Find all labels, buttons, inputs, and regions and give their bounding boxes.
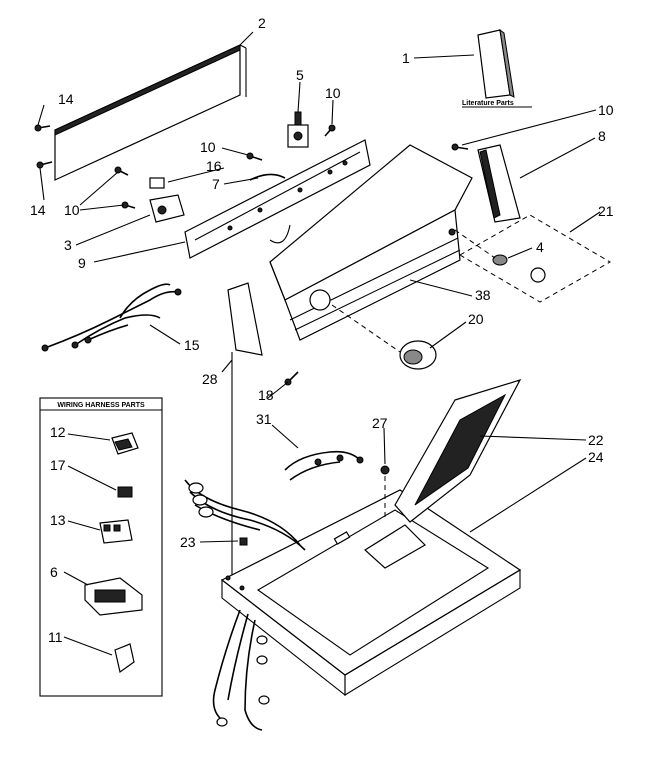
switch-part-4 [492,254,546,283]
label-part-27: 27 [372,415,388,431]
label-part-20: 20 [468,311,484,327]
clip-part-23 [239,537,248,546]
label-part-28: 28 [202,371,218,387]
label-part-10-left: 10 [64,202,80,218]
part-number-labels: 2 1 5 10 10 8 21 4 38 20 10 16 7 10 3 9 … [30,15,614,645]
label-part-18: 18 [258,387,274,403]
label-part-6: 6 [50,564,58,580]
terminal-block-part-5 [287,111,309,148]
screw-part-10-mid [246,152,263,161]
label-part-10-right: 10 [598,102,614,118]
screw-part-14-top [34,124,51,132]
screw-part-10-left-a [114,166,129,176]
wire-part-7 [249,173,286,181]
label-part-22: 22 [588,432,604,448]
connector-part-13 [99,519,133,544]
label-part-5: 5 [296,67,304,83]
connector-part-17 [117,486,133,498]
label-part-14-bottom: 14 [30,202,46,218]
rear-panel-part-2 [54,44,247,181]
wire-harness-part-31 [184,450,364,731]
label-part-11: 11 [48,629,63,645]
top-panel-part-24 [220,489,522,697]
label-part-12: 12 [50,424,66,440]
clip-part-11 [114,643,135,674]
knob-part-20 [399,340,437,370]
screw-part-10-right [451,143,469,151]
end-cap-part-8 [477,144,521,223]
leader-lines [37,31,601,656]
wiring-box-title: WIRING HARNESS PARTS [57,402,145,409]
label-part-17: 17 [50,457,66,473]
control-bracket-part-9 [184,139,371,259]
label-part-13: 13 [50,512,66,528]
connector-part-12 [111,432,139,455]
literature-parts-caption: Literature Parts [462,100,514,107]
screw-part-10-top [324,124,336,137]
console-top-part-38 [269,144,473,341]
literature-part-1 [477,28,515,99]
label-part-38: 38 [475,287,491,303]
lint-chute-part-22 [364,379,522,569]
label-part-9: 9 [78,255,86,271]
label-part-14-top: 14 [58,91,74,107]
label-part-15: 15 [184,337,200,353]
label-part-24: 24 [588,449,604,465]
label-part-4: 4 [536,239,544,255]
dashed-box-part-21 [459,214,611,303]
screw-part-27 [380,465,390,520]
label-part-1: 1 [402,50,410,66]
label-part-21: 21 [598,203,614,219]
screw-part-10-left-b [121,201,136,209]
wiring-harness-box [39,397,163,697]
end-cap-part-28 [227,282,263,356]
clip-part-16 [149,177,165,189]
label-part-16: 16 [206,158,222,174]
label-part-23: 23 [180,534,196,550]
switch-part-3 [149,194,185,223]
label-part-10-top: 10 [325,85,341,101]
wire-harness-part-15 [41,283,182,352]
screw-part-14-bottom [36,161,53,169]
label-part-7: 7 [212,176,220,192]
label-part-31: 31 [256,411,272,427]
label-part-10-mid: 10 [200,139,216,155]
label-part-3: 3 [64,237,72,253]
connector-part-6 [84,577,143,616]
label-part-2: 2 [258,15,266,31]
label-part-8: 8 [598,128,606,144]
